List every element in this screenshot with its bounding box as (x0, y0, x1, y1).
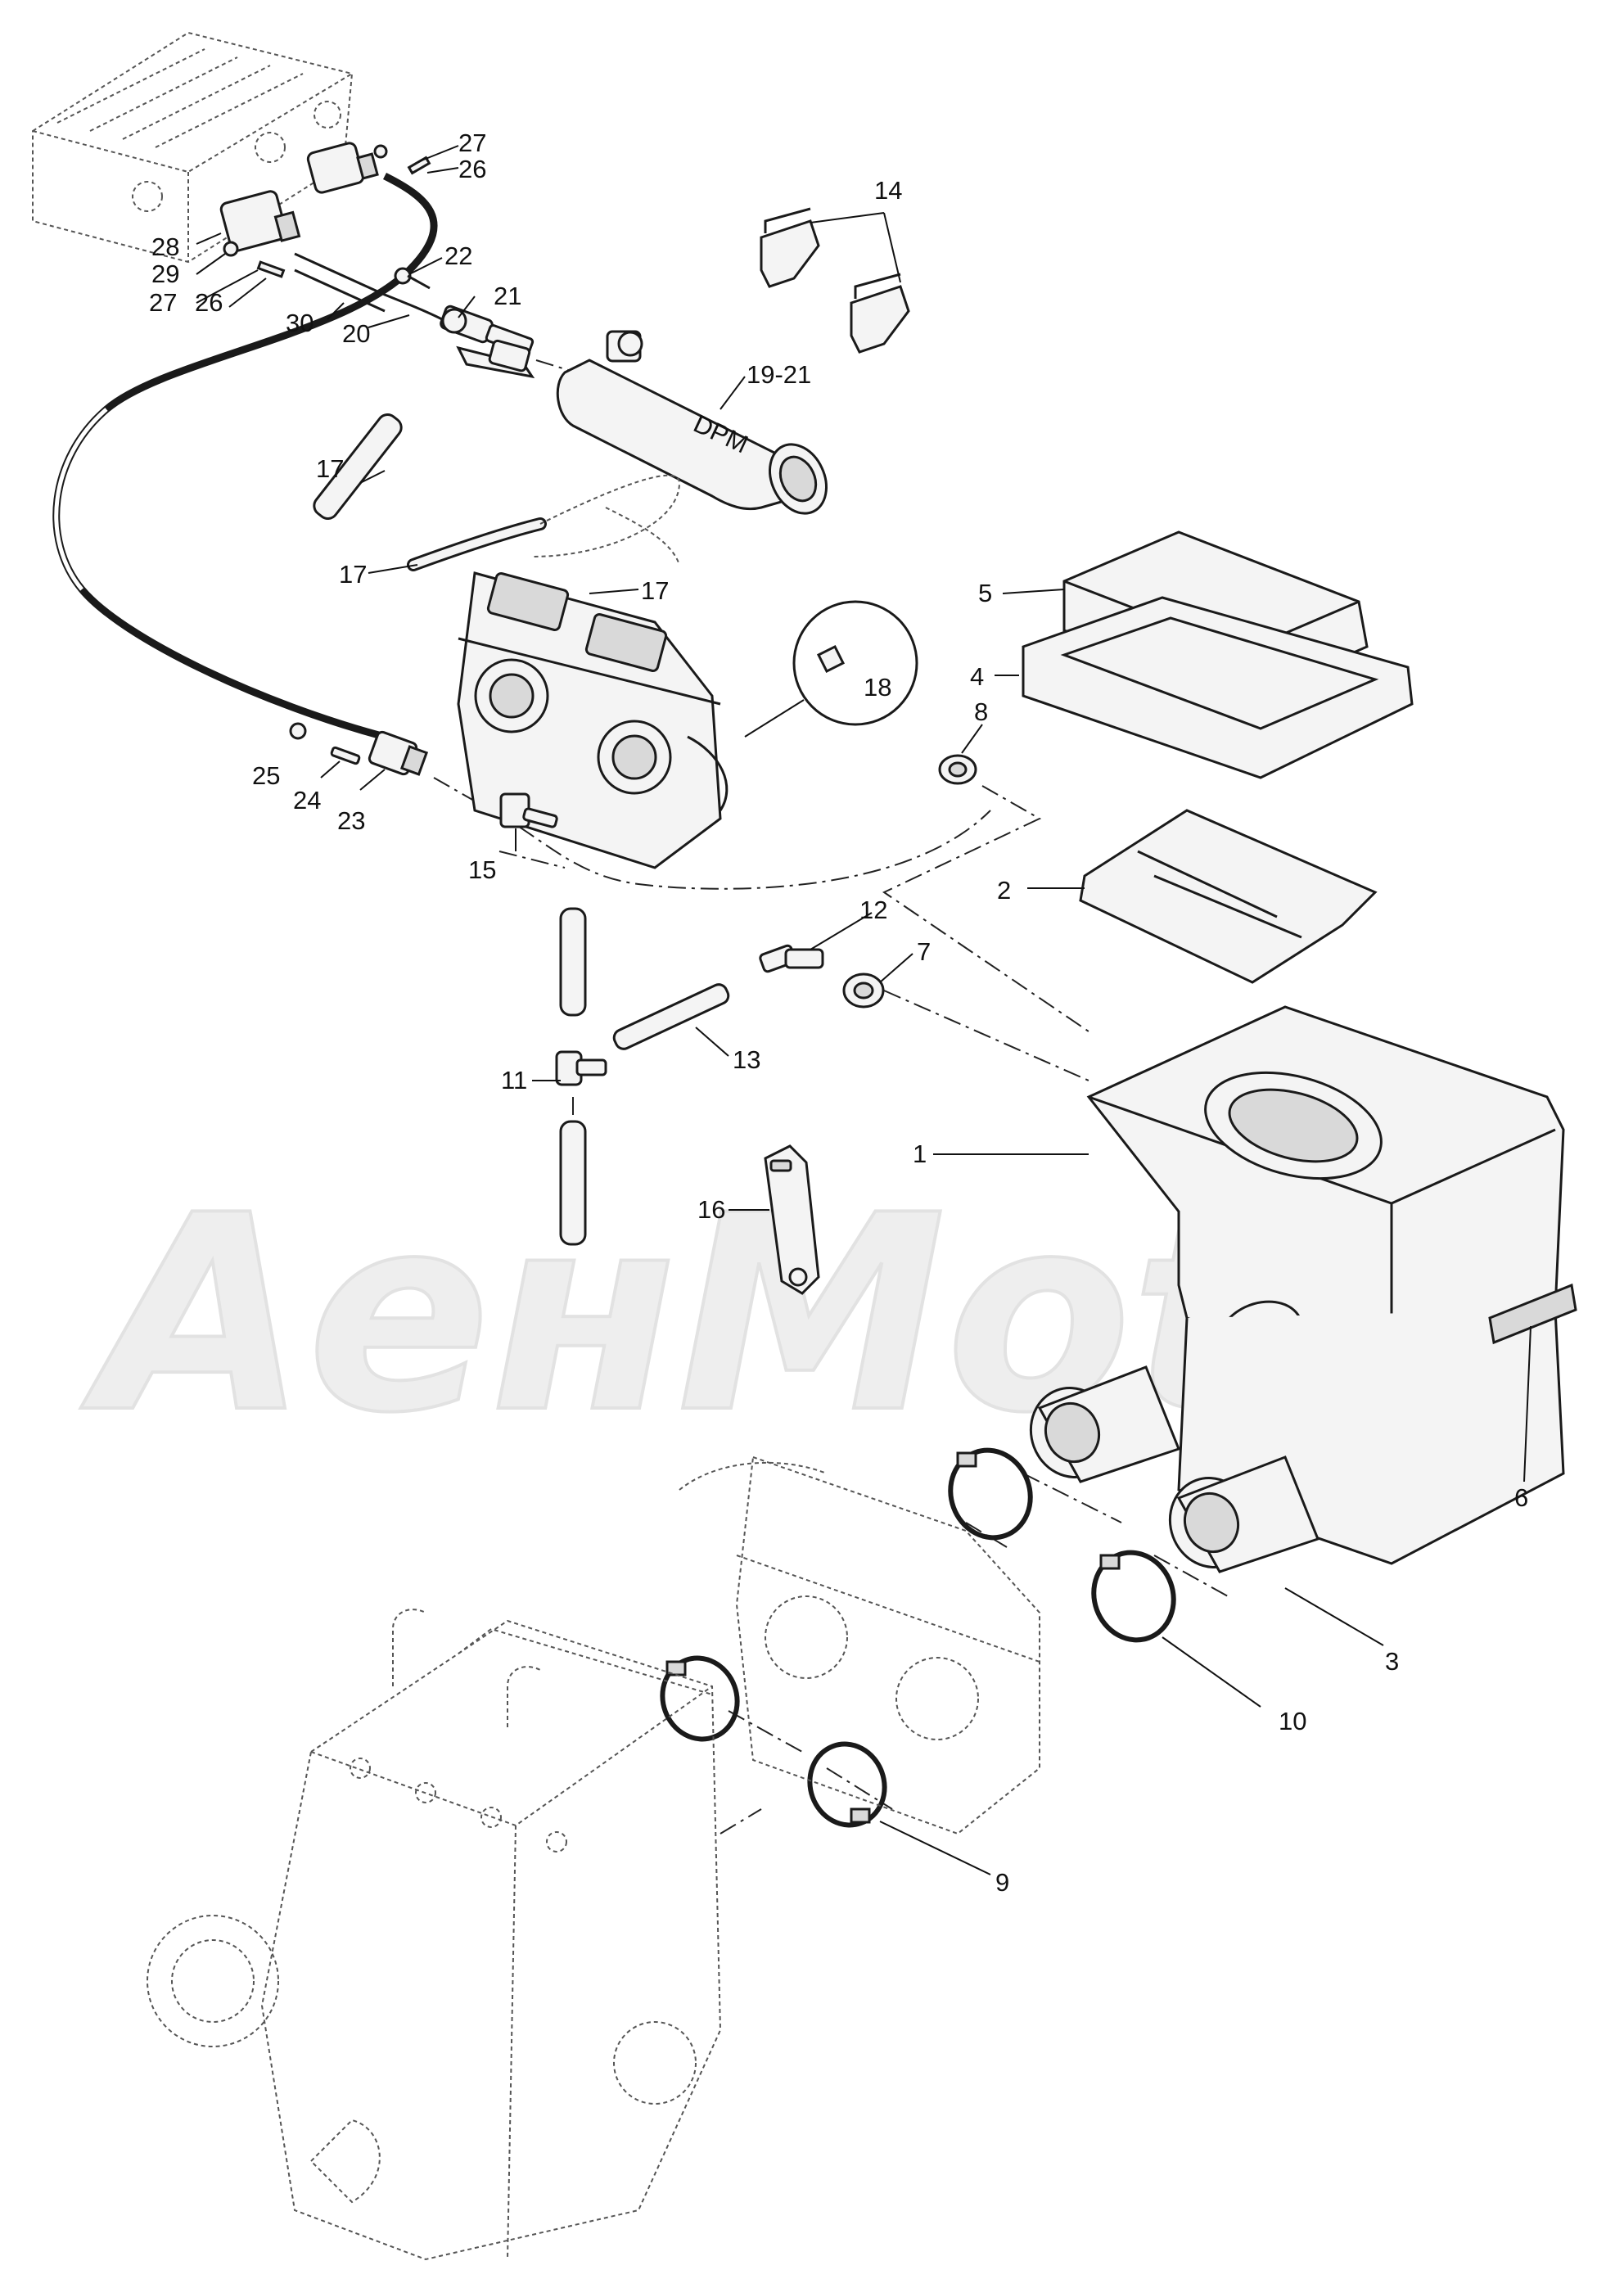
callout-19-21: 19-21 (747, 360, 811, 389)
wire-harness-30 (52, 172, 443, 741)
nut-25[interactable] (289, 722, 307, 740)
hose-17-straight[interactable] (310, 411, 405, 523)
callout-17c: 17 (641, 576, 669, 605)
grommet-8[interactable] (938, 754, 977, 785)
callout-25: 25 (252, 761, 280, 790)
callout-20: 20 (342, 319, 370, 348)
hose-clip-detail-18[interactable] (744, 600, 918, 738)
callout-labels: 27 26 14 28 22 29 27 26 21 30 20 19-21 1… (149, 129, 1528, 1897)
callout-16: 16 (697, 1195, 725, 1224)
plate-2[interactable] (1079, 809, 1378, 984)
callout-3: 3 (1385, 1647, 1399, 1676)
callout-22: 22 (444, 241, 472, 270)
callout-12: 12 (859, 896, 887, 924)
carburetor-ghost (679, 1455, 1040, 1835)
callout-26b: 26 (195, 288, 223, 317)
clamp-14-b[interactable] (850, 273, 910, 354)
callout-6: 6 (1514, 1483, 1528, 1512)
callout-30: 30 (286, 309, 314, 337)
clamp-9-a[interactable] (652, 1648, 749, 1750)
callout-24: 24 (293, 786, 321, 815)
callout-13: 13 (733, 1045, 760, 1074)
sensor-connector-top[interactable] (306, 142, 379, 194)
callout-2: 2 (997, 876, 1011, 905)
plug-7[interactable] (842, 973, 885, 1009)
clamp-10-a[interactable] (938, 1439, 1042, 1549)
callout-4: 4 (970, 662, 984, 691)
throttle-sensor-connector-23[interactable] (368, 730, 429, 776)
callout-27a: 27 (458, 129, 486, 157)
hose-13[interactable] (611, 982, 731, 1051)
callout-5: 5 (978, 579, 992, 607)
small-pins-26-27[interactable] (223, 144, 431, 278)
callout-27b: 27 (149, 288, 177, 317)
callout-28: 28 (151, 232, 179, 261)
sensor-connector-28[interactable] (219, 190, 301, 252)
clamp-14-a[interactable] (760, 207, 820, 288)
air-boot-3-b[interactable] (1157, 1455, 1320, 1579)
callout-26a: 26 (458, 155, 486, 183)
engine-ghost (147, 1609, 722, 2261)
tee-fitting-12[interactable] (759, 944, 824, 973)
callout-14: 14 (874, 176, 902, 205)
air-boot-3-a[interactable] (1018, 1365, 1180, 1489)
callout-7: 7 (917, 937, 931, 966)
clamp-10-b[interactable] (1081, 1541, 1185, 1651)
callout-1: 1 (913, 1140, 927, 1168)
callout-11: 11 (501, 1066, 527, 1094)
callout-9: 9 (995, 1868, 1009, 1897)
callout-21: 21 (494, 282, 521, 310)
fitting-19[interactable] (456, 339, 535, 379)
callout-17b: 17 (339, 560, 367, 589)
callout-29: 29 (151, 259, 179, 288)
callout-8: 8 (974, 697, 988, 726)
callout-18: 18 (864, 673, 891, 702)
decal-6[interactable] (1488, 1283, 1577, 1345)
ecu-module-ghost (32, 31, 354, 264)
bolt-22[interactable] (394, 267, 431, 290)
leader-lines (196, 145, 1532, 1875)
callout-17a: 17 (316, 454, 344, 483)
clamp-9-b[interactable] (799, 1734, 896, 1836)
filter-frame-4[interactable] (1022, 596, 1414, 779)
carburetor-assembly[interactable] (457, 571, 729, 869)
fitting-15[interactable] (499, 792, 558, 828)
callout-15: 15 (468, 855, 496, 884)
callout-23: 23 (337, 806, 365, 835)
air-box-1[interactable] (1086, 1005, 1565, 1565)
bracket-16[interactable] (764, 1144, 820, 1295)
pin-24[interactable] (330, 746, 361, 765)
hose-17-curved[interactable] (407, 474, 681, 571)
callout-10: 10 (1279, 1707, 1306, 1735)
tee-fitting-11[interactable] (555, 907, 607, 1246)
